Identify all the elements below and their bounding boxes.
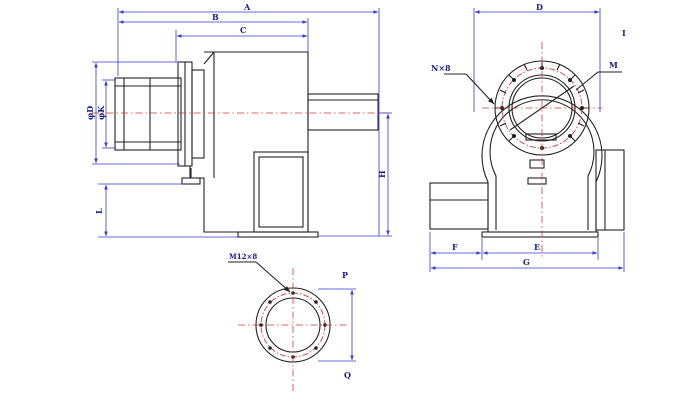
label-phik: φK — [96, 105, 106, 120]
label-phid: φD — [85, 106, 95, 120]
outlet-box — [253, 151, 309, 233]
inlet-duct — [114, 77, 182, 151]
label-l: L — [94, 208, 104, 214]
label-p: P — [342, 270, 348, 280]
label-q: Q — [344, 370, 351, 380]
leader-m — [575, 71, 599, 91]
label-h: H — [377, 170, 387, 178]
label-n8: N×8 — [431, 63, 451, 73]
support-foot — [181, 177, 201, 185]
leader-n8 — [465, 73, 495, 105]
label-a: A — [243, 2, 251, 12]
label-b: B — [212, 12, 219, 22]
outlet-block — [595, 149, 625, 231]
label-d: D — [536, 2, 543, 12]
leader-m12x8 — [255, 261, 291, 293]
hub-plate — [525, 133, 557, 141]
label-m: M — [609, 60, 618, 70]
side-view: A B C φD φK L H — [85, 2, 392, 238]
fan-housing — [189, 51, 309, 233]
front-view: D I N×8 M F E G — [429, 2, 626, 272]
label-e: E — [534, 242, 540, 252]
front-base-plate — [481, 231, 599, 238]
motor-box — [429, 182, 489, 230]
label-f: F — [452, 242, 458, 252]
label-c: C — [240, 25, 246, 35]
base-plate — [237, 231, 319, 238]
label-g: G — [523, 257, 530, 267]
flange-detail-view: M12×8 P Q — [228, 252, 356, 392]
drive-shaft — [307, 93, 379, 131]
label-m12x8: M12×8 — [229, 252, 257, 261]
label-tick: I — [622, 28, 626, 38]
